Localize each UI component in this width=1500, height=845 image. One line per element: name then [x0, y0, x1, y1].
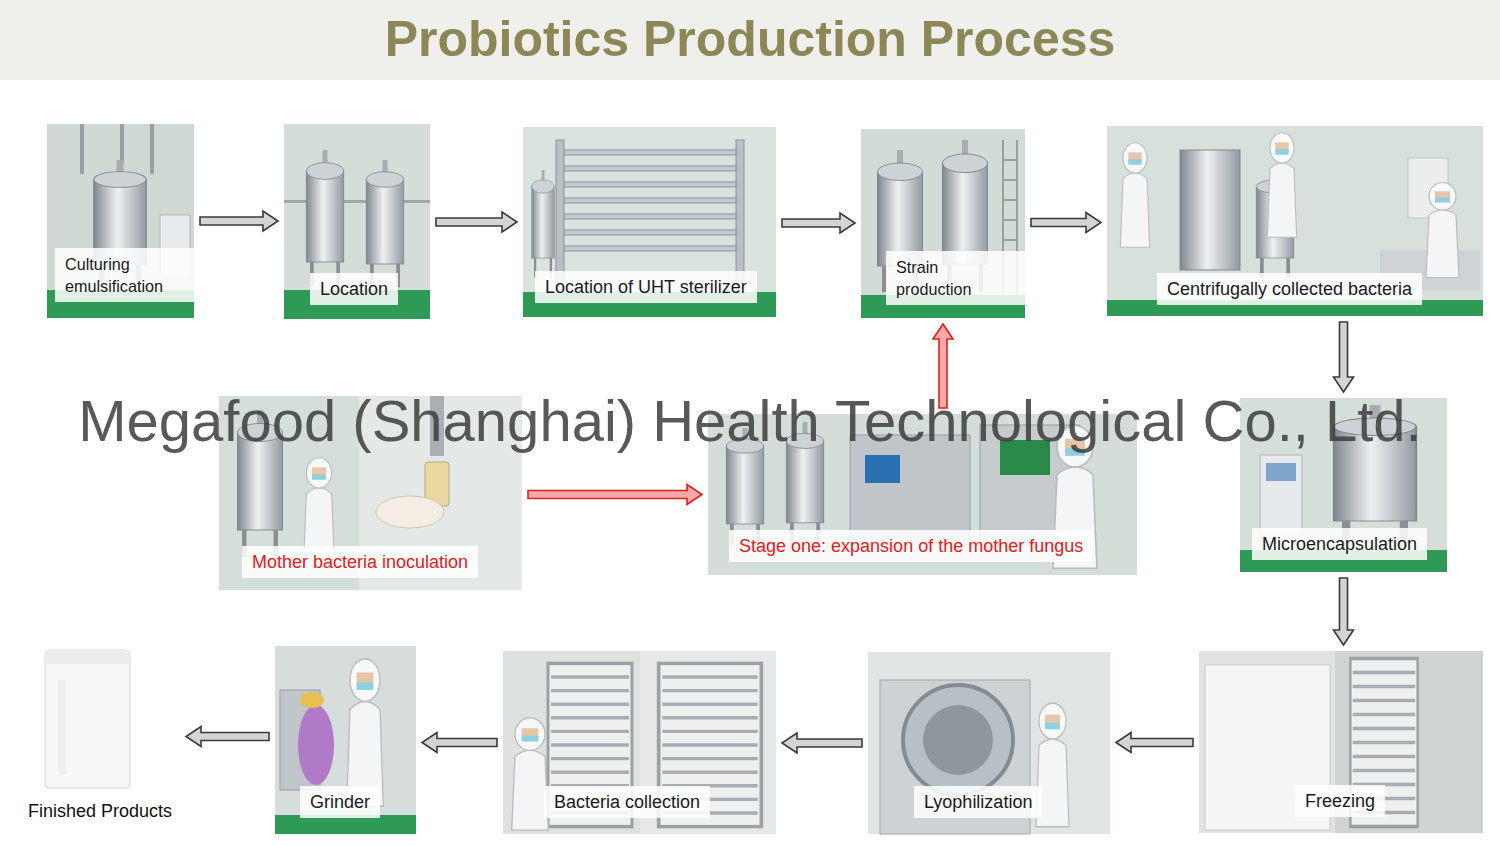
powder-bag [298, 705, 334, 785]
worker [1120, 143, 1149, 248]
photo-step-box: Freezing [1199, 651, 1483, 833]
control-panel [1260, 455, 1302, 535]
caption-holder: Stage one: expansion of the mother fungu… [729, 530, 1093, 562]
powder [300, 692, 324, 708]
photo-finished-product [45, 650, 130, 788]
step-caption: Finished Products [28, 800, 172, 822]
caption-holder: Culturing emulsification [55, 248, 194, 302]
centrifuge [1180, 150, 1240, 270]
flow-arrow [1334, 578, 1354, 645]
photo-ground [861, 129, 1025, 318]
flow-arrow [1116, 733, 1193, 753]
worker [1267, 133, 1296, 238]
photo-location [284, 124, 430, 319]
pipe-coil [564, 150, 736, 155]
screen [1266, 463, 1296, 481]
photo-step-box: Lyophilization [868, 652, 1110, 834]
photo-step-box: Location of UHT sterilizer [523, 127, 776, 317]
step-caption: Bacteria collection [544, 786, 710, 818]
step-caption: Freezing [1295, 785, 1385, 817]
caption-holder: Microencapsulation [1252, 528, 1427, 560]
chamber-door [903, 685, 1013, 795]
tank [366, 160, 404, 287]
caption-holder: Finished Products [20, 800, 180, 822]
photo-ground [868, 652, 1110, 834]
pipe-coil [564, 182, 736, 187]
step-caption: Microencapsulation [1252, 528, 1427, 560]
worker [1426, 183, 1459, 278]
flow-arrow [782, 733, 862, 753]
worker [347, 659, 384, 806]
diagram-title: Probiotics Production Process [0, 8, 1500, 70]
caption-holder: Strain production [886, 251, 1025, 305]
worker [512, 718, 549, 830]
pipe [120, 124, 124, 164]
photo-grinder [275, 646, 416, 834]
caption-holder: Location [310, 273, 398, 305]
tank [306, 150, 344, 287]
photo-step-box: Location [284, 124, 430, 319]
photo-step-box: Centrifugally collected bacteria [1107, 126, 1483, 316]
photo-freezing [1199, 651, 1483, 833]
flow-arrow [1031, 213, 1101, 233]
photo-ground [1107, 126, 1483, 316]
caption-holder: Location of UHT sterilizer [535, 271, 757, 303]
step-caption: Grinder [300, 786, 380, 818]
pipe [736, 140, 744, 290]
caption-holder: Lyophilization [914, 786, 1042, 818]
flow-arrow [436, 212, 517, 232]
pouch-shading [58, 680, 66, 775]
step-caption: Stage one: expansion of the mother fungu… [729, 530, 1093, 562]
step-caption: Location of UHT sterilizer [535, 271, 757, 303]
chamber-window [923, 705, 993, 775]
screen [865, 455, 900, 483]
watermark: Megafood (Shanghai) Health Technological… [78, 386, 1421, 456]
pipe [556, 140, 564, 290]
flow-arrow [200, 211, 278, 231]
photo-ground [523, 127, 776, 317]
photo-ground [275, 646, 416, 834]
product-pouch [45, 650, 130, 788]
photo-culturing [47, 124, 194, 318]
photo-ground [47, 124, 194, 318]
step-caption: Mother bacteria inoculation [242, 546, 478, 578]
pipe-coil [564, 246, 736, 251]
photo-strain-production [861, 129, 1025, 318]
flow-arrow [528, 485, 702, 505]
pipe-coil [564, 230, 736, 235]
step-caption: Culturing emulsification [55, 248, 194, 302]
step-caption: Lyophilization [914, 786, 1042, 818]
pipe [80, 124, 84, 174]
photo-bacteria-collection [503, 651, 776, 834]
step-caption: Centrifugally collected bacteria [1157, 273, 1422, 305]
pouch-seal [45, 650, 130, 664]
photo-step-box: Grinder [275, 646, 416, 834]
pipe-coil [564, 198, 736, 203]
pipe-coil [564, 214, 736, 219]
caption-holder: Freezing [1295, 785, 1385, 817]
photo-step-box: Culturing emulsification [47, 124, 194, 318]
pipe [150, 124, 154, 174]
tank [532, 170, 555, 278]
step-caption: Strain production [886, 251, 1025, 305]
photo-centrifuge [1107, 126, 1483, 316]
product-box: Finished Products [20, 645, 180, 827]
photo-step-box: Strain production [861, 129, 1025, 318]
photo-step-box: Bacteria collection [503, 651, 776, 834]
pipe-coil [564, 166, 736, 171]
flow-arrow [1334, 322, 1354, 392]
caption-holder: Mother bacteria inoculation [242, 546, 478, 578]
photo-lyophilization [868, 652, 1110, 834]
photo-ground [284, 124, 430, 319]
flow-arrow [186, 727, 269, 747]
caption-holder: Bacteria collection [544, 786, 710, 818]
caption-holder: Grinder [300, 786, 380, 818]
flow-arrow [422, 733, 497, 753]
gloved-hand [376, 496, 444, 528]
flow-arrow [782, 213, 855, 233]
step-caption: Location [310, 273, 398, 305]
photo-uht-sterilizer [523, 127, 776, 317]
caption-holder: Centrifugally collected bacteria [1157, 273, 1422, 305]
